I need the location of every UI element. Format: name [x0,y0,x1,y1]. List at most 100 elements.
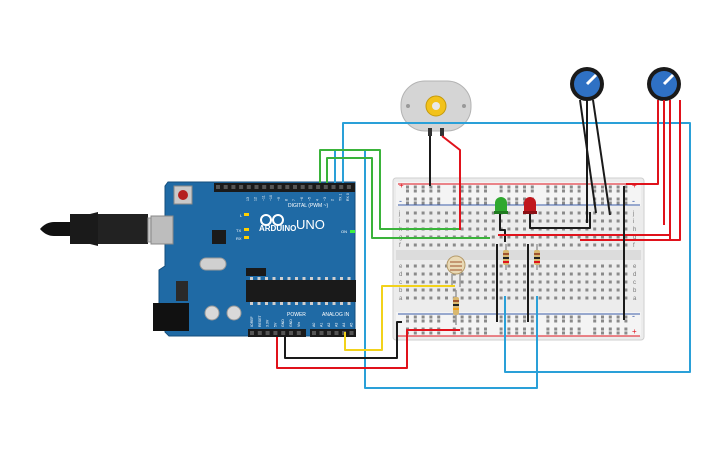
wire-red-right [580,100,681,241]
svg-text:c: c [633,280,636,286]
wire-black-gnd [284,321,402,359]
analog-label: ANALOG IN [322,312,350,318]
wire-red-5v [276,329,460,369]
svg-text:j: j [632,211,634,217]
svg-text:d: d [399,272,402,278]
pin-label: A1 [320,323,324,327]
svg-text:a: a [399,296,403,302]
photoresistor-icon[interactable] [446,255,466,287]
svg-text:e: e [633,264,637,270]
dc-motor-icon[interactable] [400,80,472,136]
resistor-2[interactable] [534,244,540,270]
reset-button[interactable] [178,190,188,200]
digital-header[interactable] [214,183,355,192]
pin-label: A3 [335,323,339,327]
pin-label: ~11 [261,195,265,201]
pin-label: 7 [292,199,296,201]
svg-text:e: e [399,264,403,270]
resistor-3[interactable] [453,290,459,325]
pin-label: IOREF [250,316,254,327]
arduino-model-label: UNO [296,217,325,232]
bottom-header-holes [250,331,354,335]
led-rx-label: RX [236,236,242,241]
breadboard[interactable]: + - + - - + j i h g f j i h g f e d c b … [392,177,645,341]
pin-label: TX 1 [338,194,342,201]
rail-plus-label: + [399,181,404,190]
rail-plus-label-right: + [632,181,637,190]
breadboard-holes [406,185,628,335]
svg-text:f: f [633,243,635,249]
wire-pot-left-3 [592,99,611,216]
atmega-chip [246,280,356,302]
infinity-logo-icon [260,214,284,226]
pin-label: ~6 [300,197,304,201]
led-tx-label: TX [236,228,241,233]
wires[interactable] [276,99,691,389]
wire-motor-red [441,135,461,230]
power-jack [153,303,189,331]
pin-label: ~9 [277,197,281,201]
potentiometer-icon-left[interactable] [570,67,604,101]
pin-label: Vin [297,322,301,327]
led-l-label: L [240,213,243,218]
resistor-1[interactable] [503,244,509,270]
arduino-brand-label: ARDUINO [259,224,296,233]
pin-label: 13 [246,197,250,201]
pin-label: ~3 [323,197,327,201]
potentiometer-icon-right[interactable] [647,67,681,101]
rail-plus-label-bottom: + [632,327,637,336]
svg-text:b: b [399,288,403,294]
pin-label: A5 [350,323,354,327]
arduino-uno-board[interactable]: ARDUINO UNO DIGITAL (PWM ~) POWER ANALOG… [40,181,356,337]
svg-text:h: h [633,227,636,233]
led-green[interactable] [494,197,508,214]
led-tx [244,228,249,231]
svg-text:a: a [633,296,637,302]
svg-text:g: g [633,235,636,241]
wire-yellow-a0 [344,285,455,351]
svg-text:i: i [633,219,634,225]
wire-pot-right-red [626,100,659,185]
pin-label: A4 [342,323,346,327]
pin-label: GND [289,319,293,327]
rail-minus-label: - [399,196,402,206]
pin-label: ~5 [308,197,312,201]
pin-label: GND [281,319,285,327]
analog-header[interactable] [310,329,356,337]
svg-text:f: f [399,243,401,249]
rail-minus-label-right: - [632,196,635,206]
svg-text:i: i [399,219,400,225]
pin-label: 8 [285,199,289,201]
svg-text:j: j [398,211,400,217]
wire-led-red [529,212,591,229]
pin-label: 2 [331,199,335,201]
digital-label: DIGITAL (PWM ~) [288,203,328,209]
wire-green-2 [326,157,490,239]
pin-label: 4 [315,199,319,201]
pin-label: A0 [312,323,316,327]
svg-text:d: d [633,272,636,278]
pin-label: ~10 [269,195,273,201]
row-letters-bottom: e d c b a e d c b a [399,264,637,302]
pin-label: A2 [327,323,331,327]
on-label: ON [341,229,347,234]
led-red[interactable] [523,197,537,214]
wire-blue-2 [334,149,538,389]
chip-pins [250,277,351,305]
pin-label: RX 0 [346,193,350,201]
led-rx [244,236,249,239]
power-label: POWER [287,312,306,318]
wire-blue-long [342,122,691,373]
led-on [350,230,355,233]
svg-text:b: b [633,288,637,294]
pin-label: 3.3V [266,319,270,327]
digital-header-holes [216,185,351,189]
svg-text:c: c [399,280,402,286]
pin-label: RESET [258,314,262,327]
led-l [244,213,249,216]
pin-label: 12 [254,197,258,201]
